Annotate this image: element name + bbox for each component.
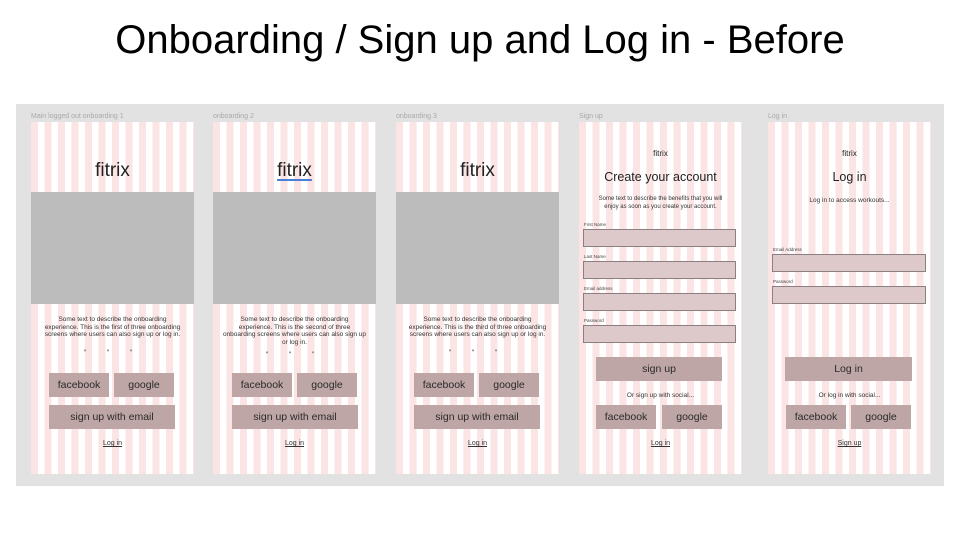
google-button[interactable]: google [479, 373, 539, 397]
sign-up-email-button[interactable]: sign up with email [414, 405, 540, 429]
log-in-link[interactable]: Log in [102, 440, 123, 447]
sign-up-description: Some text to describe the benefits that … [598, 196, 723, 210]
facebook-button[interactable]: facebook [232, 373, 292, 397]
sign-up-email-button[interactable]: sign up with email [232, 405, 358, 429]
sign-up-button[interactable]: sign up [596, 357, 722, 381]
last-name-field[interactable] [583, 261, 736, 279]
frame-label-onboarding-2: onboarding 2 [213, 113, 254, 120]
facebook-button[interactable]: facebook [49, 373, 109, 397]
email-label: Email address [584, 286, 613, 291]
hero-image-placeholder [396, 192, 559, 304]
onboarding-description: Some text to describe the onboarding exp… [222, 316, 367, 346]
log-in-description: Log in to access workouts... [809, 197, 890, 204]
sign-up-email-button[interactable]: sign up with email [49, 405, 175, 429]
email-field[interactable] [583, 293, 736, 311]
google-button[interactable]: google [662, 405, 722, 429]
social-sign-up-text: Or sign up with social... [626, 392, 695, 399]
page-title: Log in [832, 170, 867, 184]
log-in-link[interactable]: Log in [650, 440, 671, 447]
brand-logo: fitrix [842, 149, 857, 158]
sign-up-link[interactable]: Sign up [837, 440, 862, 447]
password-field[interactable] [772, 286, 926, 304]
log-in-link[interactable]: Log in [284, 440, 305, 447]
google-button[interactable]: google [851, 405, 911, 429]
password-field[interactable] [583, 325, 736, 343]
log-in-button[interactable]: Log in [785, 357, 912, 381]
frame-sign-up: fitrix Create your account Some text to … [579, 122, 742, 474]
frame-onboarding-2: fitrix Some text to describe the onboard… [213, 122, 376, 474]
frame-label-onboarding-3: onboarding 3 [396, 113, 437, 120]
pagination-dots[interactable]: • • • [265, 348, 324, 357]
social-log-in-text: Or log in with social... [818, 392, 881, 399]
facebook-button[interactable]: facebook [414, 373, 474, 397]
log-in-link[interactable]: Log in [467, 440, 488, 447]
hero-image-placeholder [31, 192, 194, 304]
pagination-dots[interactable]: • • • [83, 346, 142, 355]
hero-image-placeholder [213, 192, 376, 304]
google-button[interactable]: google [297, 373, 357, 397]
onboarding-description: Some text to describe the onboarding exp… [44, 316, 181, 338]
brand-logo: fitrix [95, 160, 130, 181]
google-button[interactable]: google [114, 373, 174, 397]
facebook-button[interactable]: facebook [786, 405, 846, 429]
frame-label-log-in: Log in [768, 113, 788, 120]
brand-logo: fitrix [653, 149, 668, 158]
first-name-label: First Name [584, 222, 607, 227]
page-title: Create your account [604, 170, 717, 184]
email-address-label: Email Address [773, 247, 802, 252]
pagination-dots[interactable]: • • • [448, 346, 507, 355]
brand-logo-text: fitrix [277, 160, 312, 181]
brand-logo: fitrix [460, 160, 495, 181]
frame-onboarding-3: fitrix Some text to describe the onboard… [396, 122, 559, 474]
password-label: Password [773, 279, 793, 284]
onboarding-description: Some text to describe the onboarding exp… [408, 316, 547, 338]
frame-label-onboarding-1: Main logged out onboarding 1 [31, 113, 124, 120]
last-name-label: Last Name [584, 254, 606, 259]
frame-log-in: fitrix Log in Log in to access workouts.… [768, 122, 931, 474]
password-label: Password [584, 318, 604, 323]
first-name-field[interactable] [583, 229, 736, 247]
slide-title: Onboarding / Sign up and Log in - Before [115, 18, 845, 62]
facebook-button[interactable]: facebook [596, 405, 656, 429]
email-address-field[interactable] [772, 254, 926, 272]
frame-onboarding-1: fitrix Some text to describe the onboard… [31, 122, 194, 474]
brand-logo: fitrix [213, 160, 376, 182]
frame-label-sign-up: Sign up [579, 113, 603, 120]
